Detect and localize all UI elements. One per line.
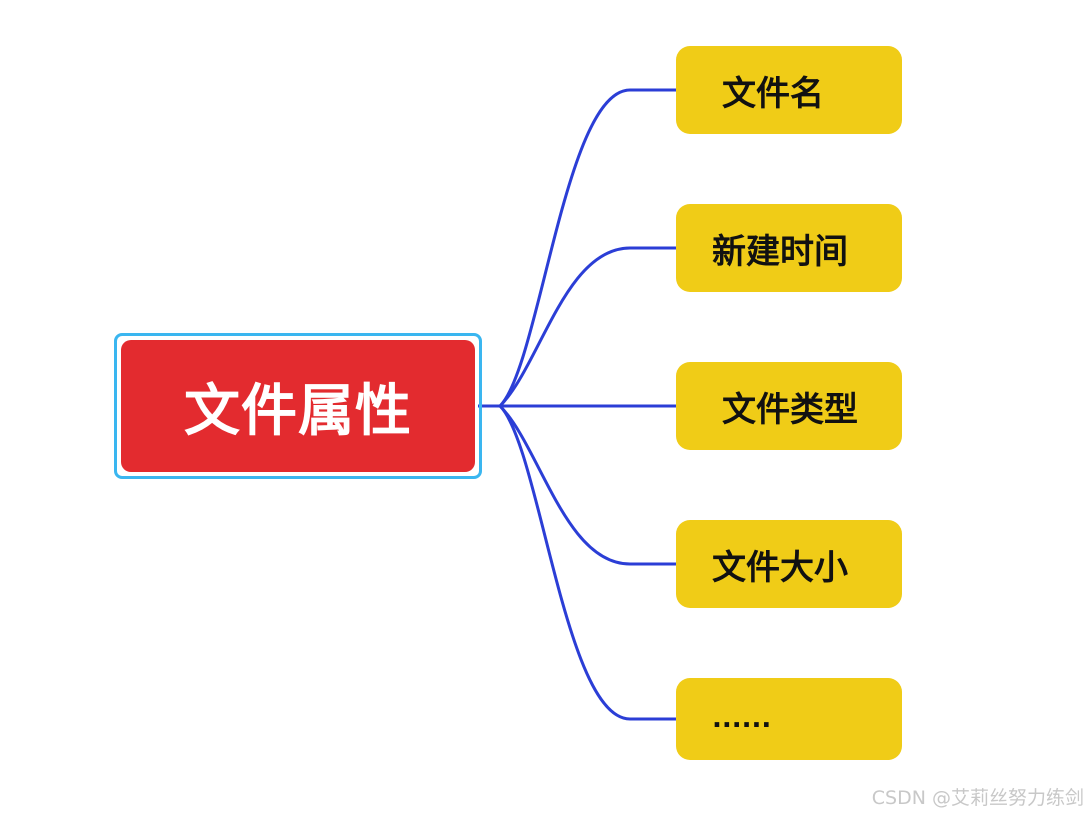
child-node-file-name[interactable]: 文件名 bbox=[676, 46, 902, 134]
child-node-file-size[interactable]: 文件大小 bbox=[676, 520, 902, 608]
child-node-label: ...... bbox=[712, 704, 772, 734]
connector-line-0 bbox=[498, 88, 678, 408]
child-node-label: 文件名 bbox=[722, 73, 824, 114]
root-node[interactable]: 文件属性 bbox=[121, 340, 475, 472]
child-node-ellipsis[interactable]: ...... bbox=[676, 678, 902, 760]
csdn-watermark: CSDN @艾莉丝努力练剑 bbox=[871, 787, 1084, 809]
connectors bbox=[478, 88, 678, 721]
child-node-label: 新建时间 bbox=[712, 231, 848, 272]
root-node-selection-outline bbox=[114, 333, 482, 479]
connector-line-1 bbox=[498, 246, 678, 408]
root-node-label: 文件属性 bbox=[184, 378, 412, 444]
connector-line-3 bbox=[498, 404, 678, 566]
child-node-label: 文件大小 bbox=[712, 547, 848, 588]
connector-line-4 bbox=[498, 404, 678, 721]
child-node-created-time[interactable]: 新建时间 bbox=[676, 204, 902, 292]
child-node-file-type[interactable]: 文件类型 bbox=[676, 362, 902, 450]
child-node-label: 文件类型 bbox=[722, 389, 858, 430]
